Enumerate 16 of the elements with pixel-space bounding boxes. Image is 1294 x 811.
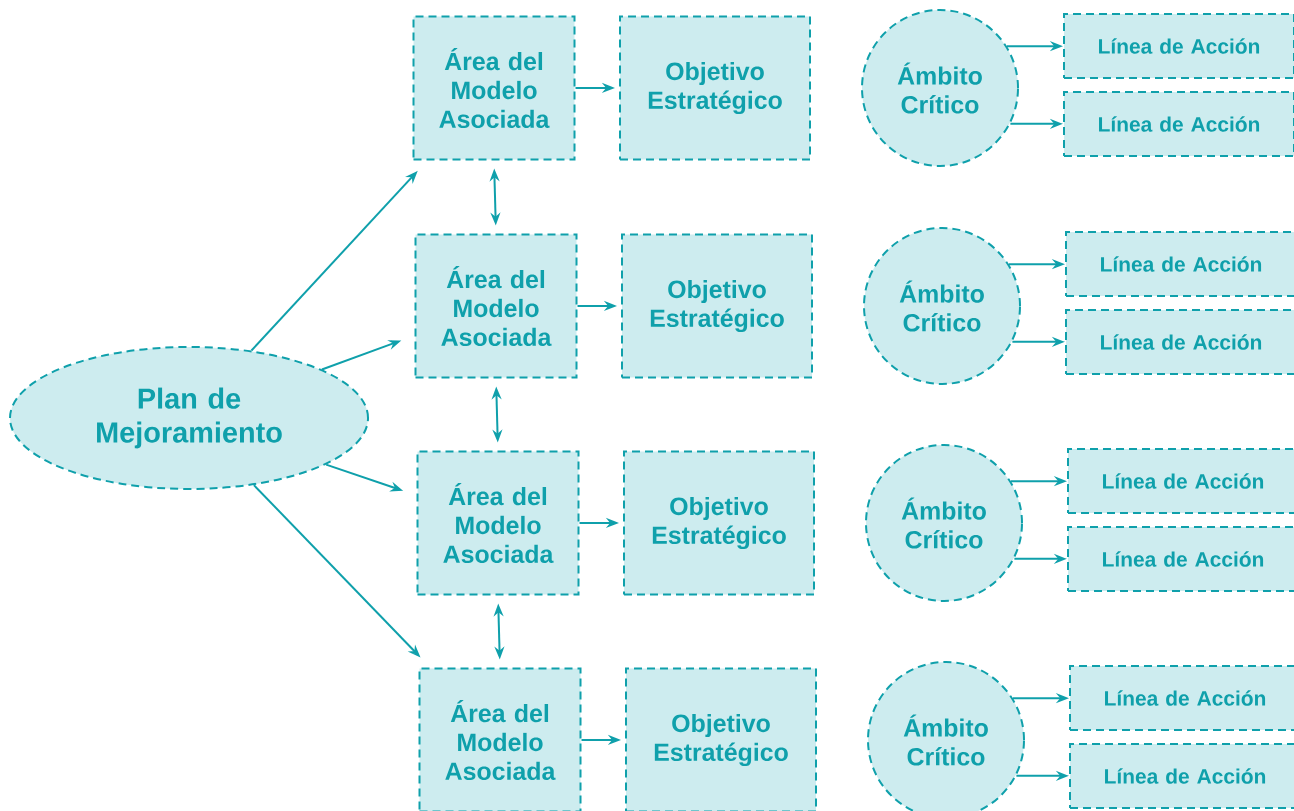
process-box: Área del Modelo Asociada: [418, 667, 582, 811]
process-box: Línea de Acción: [1067, 526, 1294, 592]
process-box: Objetivo Estratégico: [619, 15, 811, 161]
process-box: Área del Modelo Asociada: [414, 233, 578, 379]
process-box: Objetivo Estratégico: [625, 667, 817, 811]
process-box: Línea de Acción: [1065, 309, 1294, 375]
process-box: Línea de Acción: [1069, 743, 1294, 809]
process-box: Objetivo Estratégico: [621, 233, 813, 379]
process-box: Línea de Acción: [1065, 231, 1294, 297]
process-box: Línea de Acción: [1069, 665, 1294, 731]
process-box: Línea de Acción: [1067, 448, 1294, 514]
process-box: Área del Modelo Asociada: [412, 15, 576, 161]
process-box: Línea de Acción: [1063, 13, 1294, 79]
process-box: Área del Modelo Asociada: [416, 450, 580, 596]
process-box: Objetivo Estratégico: [623, 450, 815, 596]
process-box: Línea de Acción: [1063, 91, 1294, 157]
